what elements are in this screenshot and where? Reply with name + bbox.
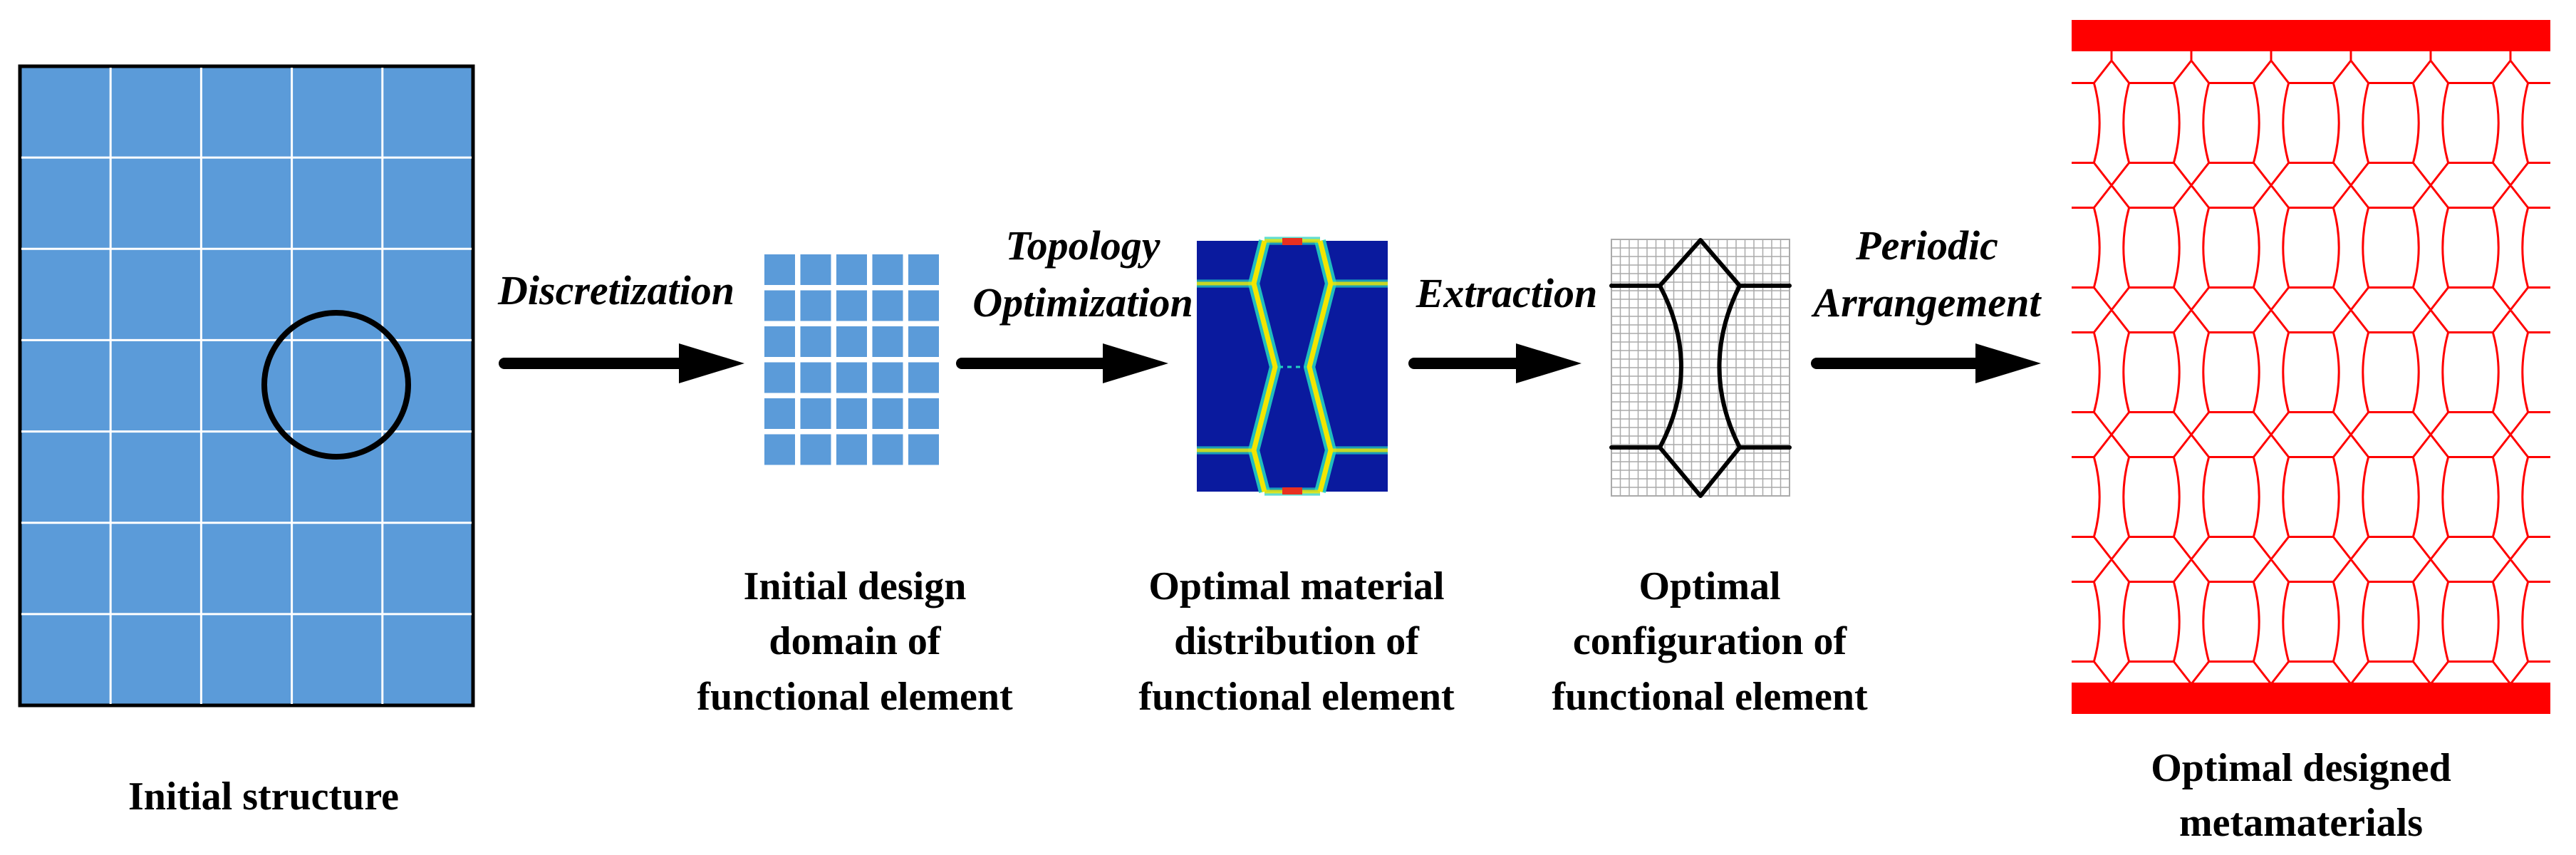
design-element-cell [836,434,867,465]
step-label-extraction: Extraction [1416,270,1598,316]
arrow-head [1975,343,2041,383]
material-distribution-panel [1197,237,1388,496]
step-label-periodic-arrangement: Periodic Arrangement [1813,222,2041,326]
density-hotspot [1282,487,1302,494]
process-arrows [499,343,2041,383]
design-element-cell [836,326,867,357]
arrow-head [679,343,744,383]
arrow-right-icon [1408,343,1582,383]
bottom-plate [2072,683,2550,714]
step-label-topology-optimization: Topology Optimization [972,222,1193,326]
design-element-cell [908,254,939,285]
design-element-cell [872,434,903,465]
density-band [1307,240,1334,492]
design-element-cell [800,254,831,285]
design-element-cell [908,326,939,357]
arrow-right-icon [1811,343,2041,383]
design-element-cell [800,326,831,357]
arrow-right-icon [956,343,1168,383]
structure-domain [18,64,475,708]
design-element-cell [836,290,867,321]
design-element-cell [800,398,831,429]
design-element-cell [764,326,795,357]
circle-highlight-icon [261,310,411,460]
caption-optimal-configuration: Optimal configuration of functional elem… [1552,564,1868,719]
design-element-cell [908,362,939,393]
design-element-cell [764,254,795,285]
design-element-cell [908,398,939,429]
initial-structure-panel [18,64,475,708]
design-element-cell [836,398,867,429]
design-element-cell [764,434,795,465]
step-label-discretization: Discretization [498,267,734,314]
caption-optimal-designed-metamaterials: Optimal designed metamaterials [2151,746,2451,846]
initial-design-domain-panel [764,254,939,465]
arrow-head [1103,343,1168,383]
optimal-configuration-panel [1609,238,1792,498]
design-element-cell [836,362,867,393]
caption-optimal-material-distribution: Optimal material distribution of functio… [1138,564,1455,719]
design-element-cell [872,290,903,321]
design-element-cell [800,362,831,393]
metamaterial-lattice-panel [2072,20,2550,714]
design-element-cell [872,326,903,357]
design-element-cell [836,254,867,285]
caption-initial-design-domain: Initial design domain of functional elem… [697,564,1013,719]
lattice-struts [2072,51,2550,686]
density-hotspot [1282,238,1302,245]
design-element-cell [908,290,939,321]
design-element-cell [800,434,831,465]
design-element-cell [872,398,903,429]
design-element-cell [872,362,903,393]
configuration-outline [1609,238,1792,498]
design-element-cell [800,290,831,321]
top-plate [2072,20,2550,51]
design-element-cell [908,434,939,465]
caption-initial-structure: Initial structure [128,774,400,819]
design-element-cell [764,290,795,321]
arrow-right-icon [499,343,744,383]
design-element-cell [872,254,903,285]
design-element-cell [764,398,795,429]
arrow-head [1516,343,1582,383]
design-element-cell [764,362,795,393]
density-band [1251,240,1278,492]
